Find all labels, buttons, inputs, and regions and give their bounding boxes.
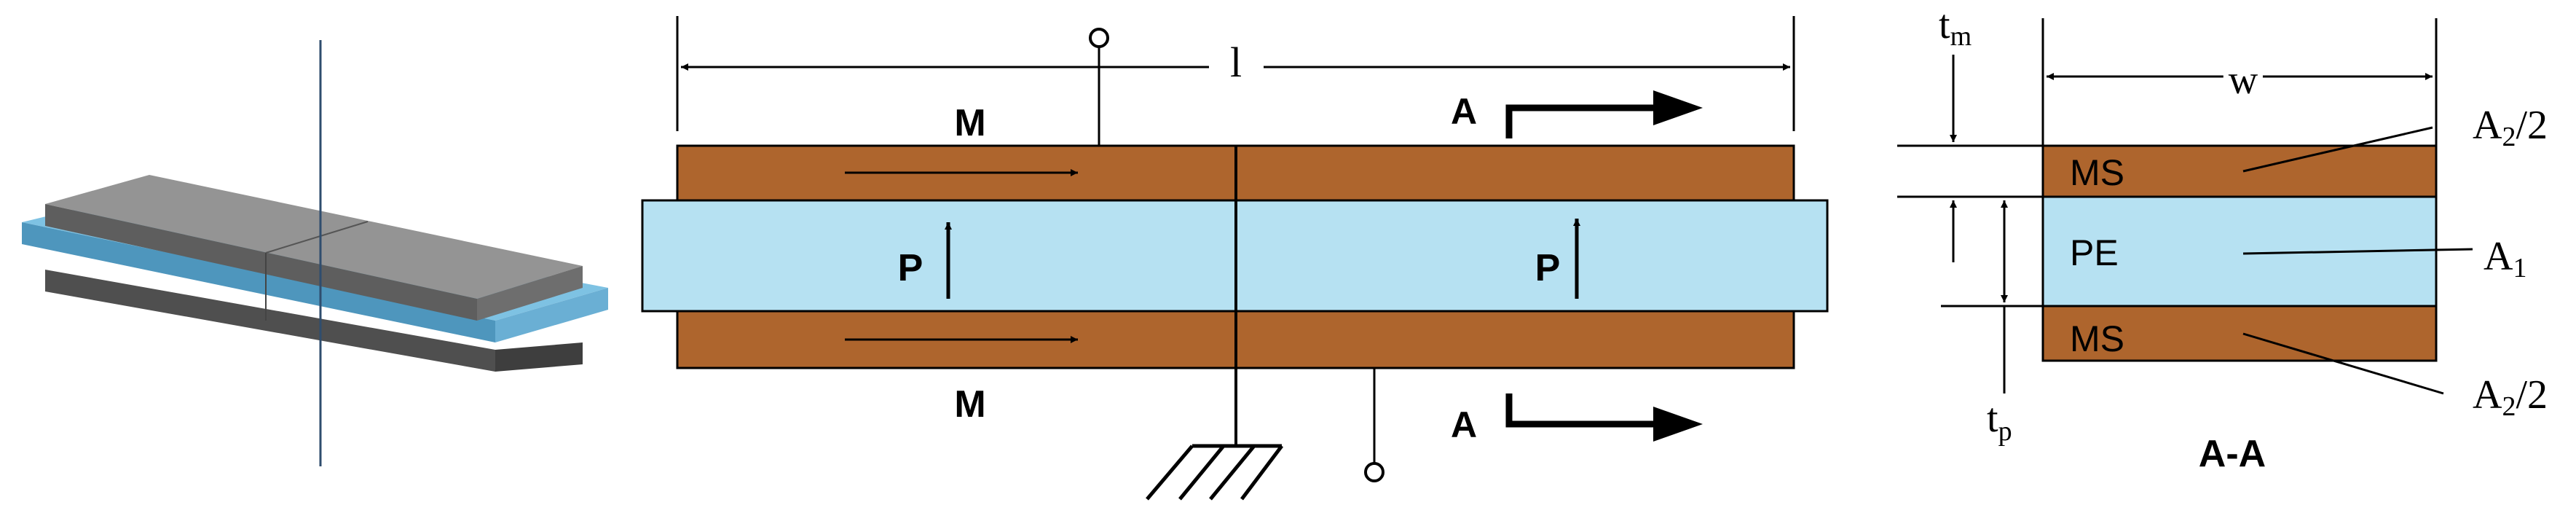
side-view: l M M P P A A (641, 16, 1829, 501)
iso-top-layer-end (477, 266, 583, 321)
section-ms-top (2041, 144, 2438, 198)
iso-center-seam-top (265, 221, 369, 254)
p-label-left: P (898, 247, 923, 289)
m-label-top: M (954, 102, 985, 144)
ms-top-label: MS (2070, 152, 2124, 193)
bottom-terminal (1364, 462, 1384, 482)
section-marker-bottom: A (1451, 404, 1477, 445)
pe-label: PE (2070, 232, 2119, 273)
tp-label: tp (1987, 396, 2012, 447)
area-bottom-label: A2/2 (2473, 372, 2548, 422)
cross-section-view: w MS PE MS tm tp A2/2 A1 A2/2 A-A (1897, 2, 2548, 475)
section-marker-top: A (1451, 91, 1477, 132)
iso-bottom-layer-end (495, 342, 583, 372)
width-label: w (2229, 58, 2258, 103)
p-label-right: P (1535, 247, 1561, 289)
section-arrow-bottom (1505, 393, 1657, 428)
length-label: l (1230, 39, 1242, 86)
ground-icon (1146, 444, 1283, 501)
section-title: A-A (2199, 433, 2266, 475)
section-arrow-top (1505, 104, 1657, 138)
top-terminal (1089, 28, 1109, 48)
iso-bottom-layer-side (45, 270, 495, 372)
area-mid-label: A1 (2484, 234, 2526, 283)
section-ms-bottom (2041, 305, 2438, 362)
iso-pe-layer-end (495, 288, 608, 342)
area-bottom-leader (2242, 332, 2444, 395)
iso-top-layer-top (45, 175, 583, 299)
section-arrowhead-top (1653, 90, 1703, 125)
isometric-laminate-view (22, 40, 608, 466)
area-top-leader (2242, 126, 2433, 173)
iso-pe-layer-side (22, 222, 495, 342)
area-top-label: A2/2 (2473, 103, 2548, 152)
area-mid-leader (2242, 248, 2473, 255)
iso-top-layer-side (45, 204, 477, 321)
section-arrowhead-bottom (1653, 407, 1703, 442)
tm-label: tm (1939, 2, 1972, 52)
m-label-bottom: M (954, 383, 985, 426)
ms-bottom-label: MS (2070, 318, 2124, 359)
